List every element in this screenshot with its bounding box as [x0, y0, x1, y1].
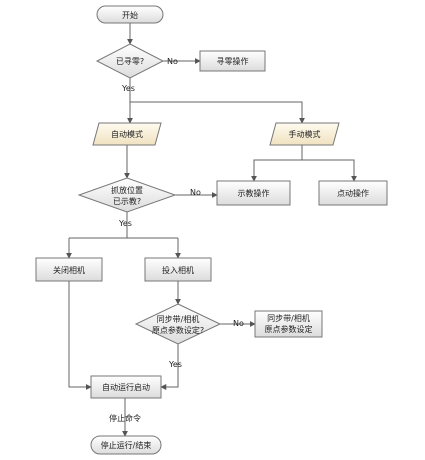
edge-manual-teach [251, 159, 302, 182]
node-jog-op: 点动操作 [318, 180, 388, 206]
node-stop-run: 停止运行/结束 [90, 435, 162, 455]
decision-shape [134, 303, 222, 345]
terminator-shape [96, 5, 164, 24]
node-label-line-2: 原点参数设定 [265, 324, 313, 334]
connectors [66, 23, 357, 437]
node-label-line-1: 同步带/相机 [157, 314, 200, 324]
node-label: 已寻零? [116, 57, 144, 66]
process-shape [199, 50, 266, 72]
node-label: 关闭相机 [53, 265, 85, 275]
node-label: 示教操作 [238, 188, 270, 198]
node-auto-mode: 自动模式 [92, 122, 162, 146]
process-shape [35, 257, 103, 282]
node-label: 点动操作 [337, 188, 369, 198]
decision-shape [77, 177, 177, 213]
edge-label-no: No [233, 319, 244, 328]
node-close-camera: 关闭相机 [35, 257, 103, 282]
node-label-line-1: 抓放位置 [111, 185, 143, 195]
edge-manual-jog [302, 159, 357, 182]
node-manual-mode: 手动模式 [269, 122, 340, 146]
edge-label-no: No [190, 188, 201, 197]
process-shape [144, 257, 212, 282]
terminator-shape [90, 435, 162, 455]
node-zero-op: 寻零操作 [199, 50, 266, 72]
node-pos-check: 抓放位置 已示教? [77, 177, 177, 213]
parallelogram-shape [269, 122, 340, 146]
edge-label-stop-command: 停止命令 [109, 413, 141, 423]
edge-label-yes: Yes [168, 360, 182, 369]
node-label: 停止运行/结束 [101, 440, 152, 450]
node-label: 自动模式 [111, 129, 143, 139]
node-label-line-2: 已示教? [113, 196, 141, 206]
process-shape [90, 375, 162, 399]
edge-close-to-run [68, 281, 92, 390]
edge-labels: No Yes No Yes No Yes 停止命令 [109, 57, 244, 423]
node-label: 自动运行启动 [102, 382, 150, 392]
edge-label-yes: Yes [121, 84, 135, 93]
node-sync-op: 同步带/相机 原点参数设定 [254, 310, 323, 338]
decision-shape [95, 43, 165, 79]
process-shape [216, 180, 291, 206]
node-auto-run: 自动运行启动 [90, 375, 162, 399]
node-label: 手动模式 [289, 129, 321, 139]
node-start: 开始 [96, 5, 164, 24]
node-open-camera: 投入相机 [144, 257, 212, 282]
node-label: 开始 [122, 10, 138, 20]
edge-label-yes: Yes [118, 219, 132, 228]
node-zero-check: 已寻零? [95, 43, 165, 79]
node-label: 寻零操作 [217, 56, 249, 66]
node-label-line-2: 原点参数设定? [152, 325, 204, 335]
process-shape [318, 180, 388, 206]
edge-split-manual [130, 101, 305, 124]
node-sync-check: 同步带/相机 原点参数设定? [134, 303, 222, 345]
node-teach-op: 示教操作 [216, 180, 291, 206]
process-shape [254, 310, 323, 338]
edge-label-no: No [167, 57, 178, 66]
node-label: 投入相机 [162, 265, 194, 275]
parallelogram-shape [92, 122, 162, 146]
node-label-line-1: 同步带/相机 [267, 313, 310, 323]
edge-sync-yes [160, 344, 179, 390]
